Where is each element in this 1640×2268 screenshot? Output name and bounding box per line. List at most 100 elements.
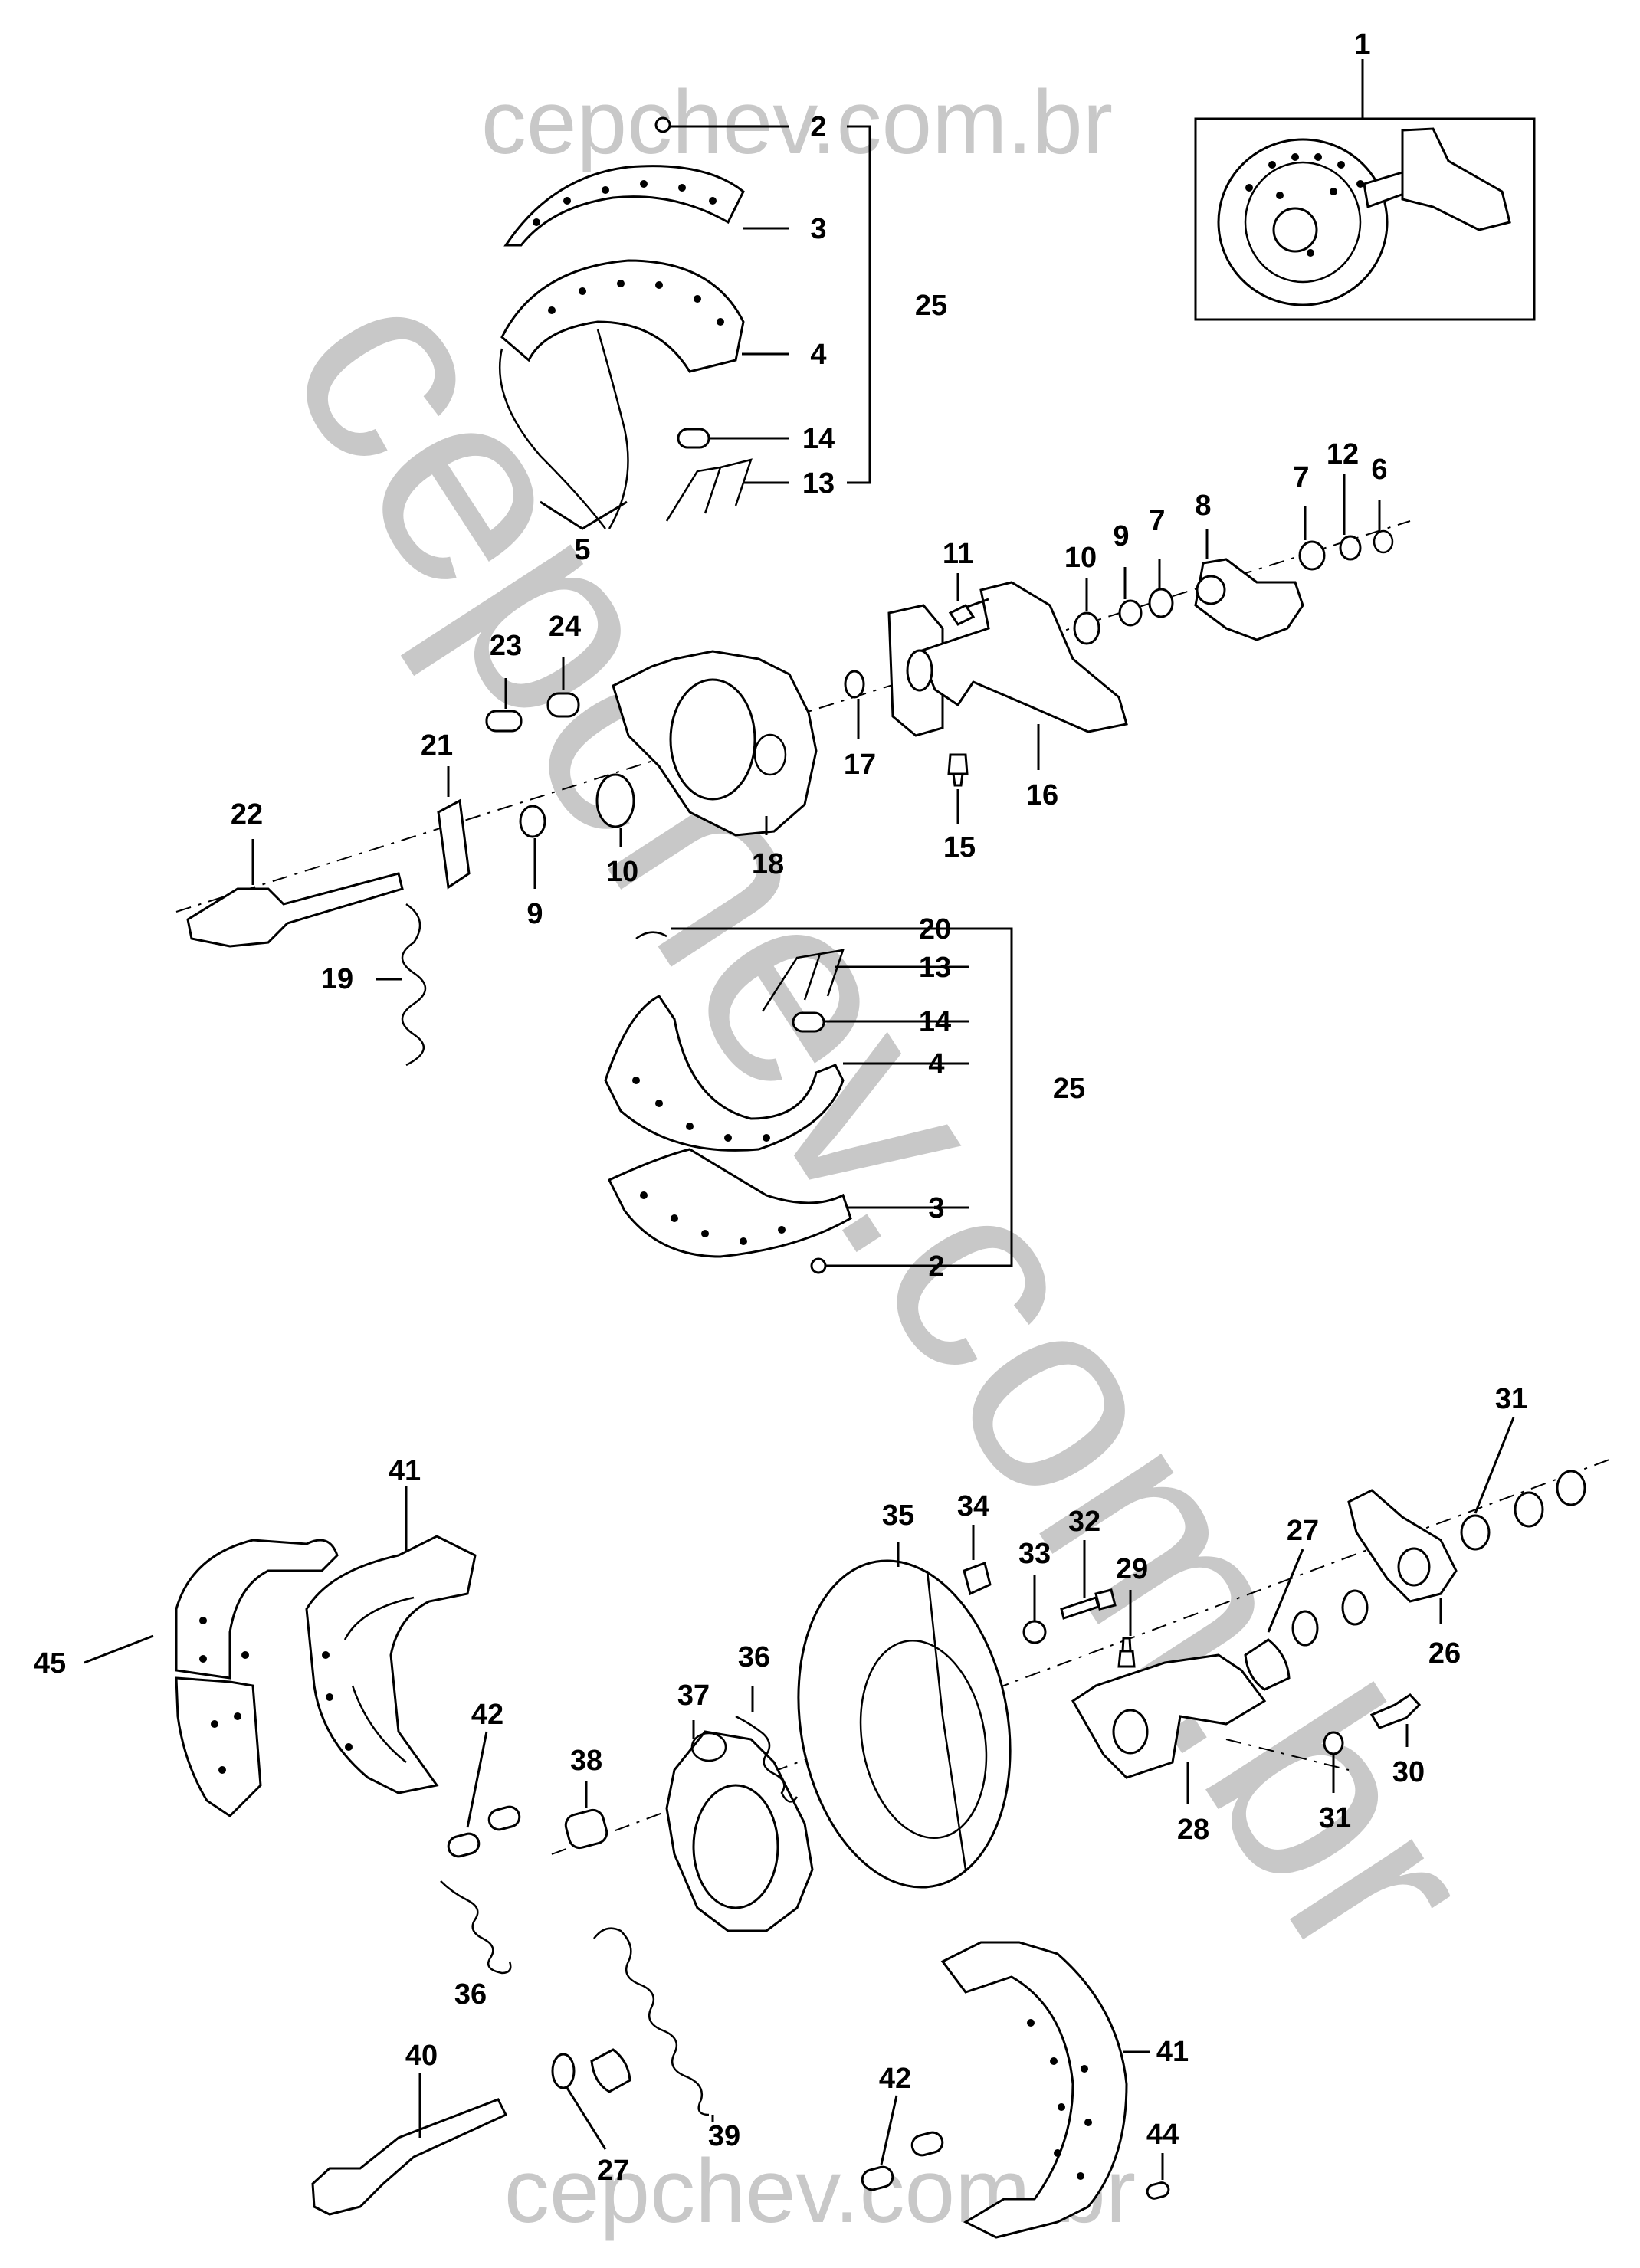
callout-35: 35	[882, 1499, 914, 1532]
callout-39: 39	[708, 2120, 740, 2152]
shoe-41-bottom-body	[940, 1941, 1128, 2239]
pin-42-left-b	[487, 1805, 521, 1831]
callout-19: 19	[321, 963, 353, 995]
brake-assembly-inset	[1194, 117, 1536, 321]
spider-group	[186, 650, 818, 1067]
callout-21: 21	[421, 729, 453, 762]
callout-17: 17	[844, 749, 876, 781]
callout-16: 16	[1026, 779, 1058, 811]
grease-fitting-15	[947, 753, 969, 787]
callout-42b: 42	[879, 2063, 911, 2095]
lining-45-lower	[175, 1676, 262, 1817]
lining-45-holes	[199, 1617, 249, 1774]
lining-3-top	[503, 165, 745, 247]
callout-15: 15	[943, 831, 976, 864]
callout-14b: 14	[919, 1006, 951, 1038]
lining-holes-top	[533, 180, 724, 326]
washer-7-right-a	[1148, 588, 1174, 618]
callout-12: 12	[1327, 438, 1359, 470]
bolt-30	[1369, 1693, 1422, 1729]
callout-9b: 9	[526, 898, 543, 930]
callout-23: 23	[490, 630, 522, 662]
slack-adjuster-group	[1073, 529, 1394, 645]
anchor-pin-23	[485, 710, 523, 733]
leader-42b	[880, 2095, 898, 2165]
callout-5: 5	[574, 534, 590, 566]
washer-31-lower	[1323, 1731, 1344, 1755]
washer-27-upper-a	[1291, 1610, 1319, 1647]
callout-44: 44	[1146, 2119, 1179, 2151]
lining-45-upper	[175, 1539, 339, 1680]
slack-adjuster-bore	[1196, 575, 1226, 605]
spider-37	[665, 1730, 814, 1932]
pin-44	[1146, 2181, 1170, 2200]
lower-shoe-group	[604, 931, 852, 1274]
shoe-4-top	[500, 259, 745, 373]
callout-32: 32	[1068, 1506, 1100, 1538]
washer-31-b	[1514, 1491, 1544, 1528]
dust-shield-outer	[797, 1559, 1012, 1889]
spring-19	[401, 903, 427, 1067]
slack-adjuster-26-bore	[1397, 1547, 1431, 1587]
callout-45: 45	[34, 1647, 66, 1680]
washer-27-upper-b	[1341, 1589, 1369, 1626]
callout-36b: 36	[738, 1641, 770, 1673]
callout-25b: 25	[1053, 1073, 1085, 1105]
lining-3-bottom	[607, 1148, 852, 1258]
callout-10a: 10	[1064, 542, 1097, 574]
callout-40: 40	[405, 2040, 438, 2072]
bushing-27-lower	[590, 2048, 631, 2093]
bracket-bore	[906, 649, 933, 692]
callout-3b: 3	[928, 1192, 944, 1224]
grease-fitting-29	[1117, 1637, 1136, 1668]
callout-22: 22	[231, 798, 263, 831]
leader-27a	[1267, 1549, 1304, 1633]
shoe-41-web	[343, 1596, 415, 1763]
callout-8: 8	[1195, 490, 1211, 522]
callout-6: 6	[1371, 454, 1387, 486]
leader-45	[84, 1634, 154, 1664]
callout-3a: 3	[810, 213, 826, 245]
callout-4a: 4	[810, 339, 826, 371]
callout-11: 11	[943, 538, 973, 570]
assembly-drum-inner	[1244, 161, 1362, 284]
bolt-11	[948, 598, 989, 626]
spider-bore	[669, 678, 756, 801]
callout-41a: 41	[389, 1455, 421, 1487]
shoe-4-bottom	[604, 995, 845, 1152]
slack-adjuster-8	[1194, 558, 1304, 641]
upper-shoe-group	[499, 116, 753, 529]
spider-37-bore	[692, 1784, 779, 1909]
spring-5-top	[499, 329, 629, 529]
washer-7-right-b	[1298, 540, 1326, 571]
callout-36a: 36	[454, 1978, 487, 2011]
callout-4b: 4	[928, 1048, 944, 1080]
axis-bolt-30	[1225, 1739, 1350, 1771]
bushing-27-upper	[1244, 1638, 1291, 1691]
washer-9-left	[519, 805, 546, 838]
callout-13a: 13	[802, 467, 835, 500]
leader-31a	[1474, 1417, 1515, 1514]
bracket-25b	[969, 927, 1013, 1267]
axis-bottom	[551, 1459, 1610, 1855]
callout-37: 37	[677, 1680, 710, 1712]
dust-shield-35	[797, 1559, 1012, 1889]
bushing-10-right	[1073, 611, 1100, 645]
rivet-2-top	[654, 116, 671, 133]
callout-2b: 2	[928, 1250, 944, 1283]
spring-39	[593, 1927, 710, 2116]
callout-24: 24	[549, 611, 581, 643]
shoe-41-holes	[322, 1651, 353, 1751]
bushing-24	[546, 692, 580, 718]
camshaft-22	[186, 872, 404, 948]
bracket-16	[918, 581, 1128, 733]
callout-27a: 27	[1287, 1515, 1319, 1547]
assembly-holes	[1245, 153, 1364, 257]
ring-6	[1373, 529, 1394, 554]
callout-2a: 2	[810, 111, 826, 143]
callout-7a: 7	[1149, 505, 1165, 537]
watermark-top: cepchev.com.br	[481, 72, 1113, 173]
leader-27b	[566, 2087, 607, 2150]
retainer-21	[437, 798, 471, 890]
